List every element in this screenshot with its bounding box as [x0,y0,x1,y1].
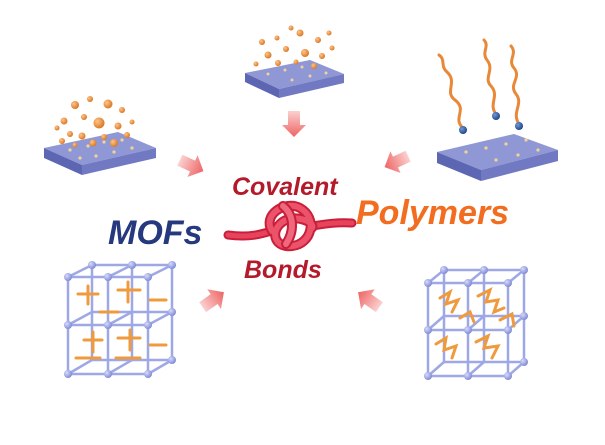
polymer-in-mof-framework-icon [424,266,528,380]
mof-framework-icon [64,261,176,378]
arrow-icon [177,154,204,177]
particles-on-substrate-icon [245,25,344,98]
knot-icon [223,200,357,252]
arrow-icon [282,111,306,137]
polymer-brushes-on-substrate-icon [437,38,558,181]
particles-on-substrate-icon [44,96,156,175]
mofs-label: MOFs [108,214,203,252]
covalent-label: Covalent [232,173,338,201]
arrow-icon [384,150,411,173]
arrow-icon [358,289,383,313]
bonds-label: Bonds [244,256,322,284]
arrow-icon [199,289,224,313]
polymers-label: Polymers [356,194,510,232]
